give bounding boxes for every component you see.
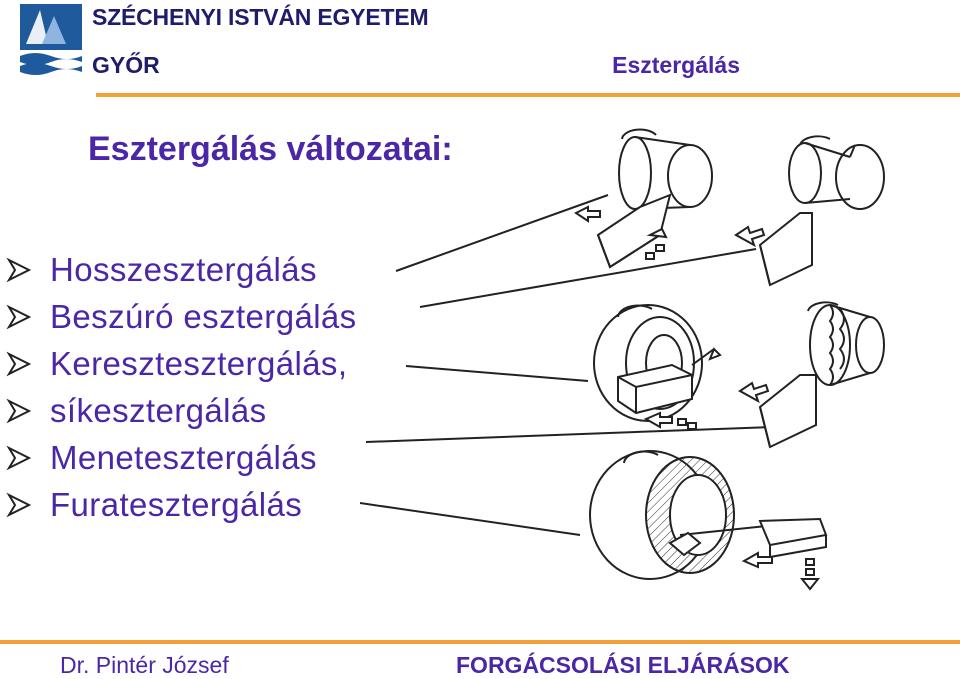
bullet-list: Hosszesztergálás Beszúró esztergálás Ker…: [6, 246, 357, 528]
bullet-text: Furatesztergálás: [50, 485, 303, 523]
arrowhead-bullet-icon: [6, 445, 32, 470]
slide-title: Esztergálás változatai:: [88, 130, 453, 168]
section-title: Esztergálás: [612, 52, 740, 78]
bullet-item: Menetesztergálás: [6, 434, 357, 481]
arrowhead-bullet-icon: [6, 492, 32, 517]
bullet-text: Hosszesztergálás: [50, 250, 317, 288]
footer-course-title: FORGÁCSOLÁSI ELJÁRÁSOK: [456, 652, 790, 678]
turning-variants-illustration: [360, 128, 885, 591]
header-divider: [96, 93, 960, 97]
arrowhead-bullet-icon: [6, 398, 32, 423]
footer-divider: [0, 640, 960, 644]
bullet-item: Furatesztergálás: [6, 481, 357, 528]
bullet-text: Beszúró esztergálás: [50, 297, 357, 335]
arrowhead-bullet-icon: [6, 257, 32, 282]
bullet-item: Keresztesztergálás,: [6, 340, 357, 387]
university-logo: [20, 4, 82, 75]
university-city: GYŐR: [92, 52, 160, 78]
bullet-text: Menetesztergálás: [50, 438, 317, 476]
arrowhead-bullet-icon: [6, 304, 32, 329]
bullet-text: Keresztesztergálás,: [50, 344, 348, 382]
university-name: SZÉCHENYI ISTVÁN EGYETEM: [92, 4, 429, 30]
bullet-item: síkesztergálás: [6, 387, 357, 434]
footer-author: Dr. Pintér József: [60, 652, 229, 678]
arrowhead-bullet-icon: [6, 351, 32, 376]
bullet-item: Hosszesztergálás: [6, 246, 357, 293]
bullet-item: Beszúró esztergálás: [6, 293, 357, 340]
bullet-text: síkesztergálás: [50, 391, 267, 429]
